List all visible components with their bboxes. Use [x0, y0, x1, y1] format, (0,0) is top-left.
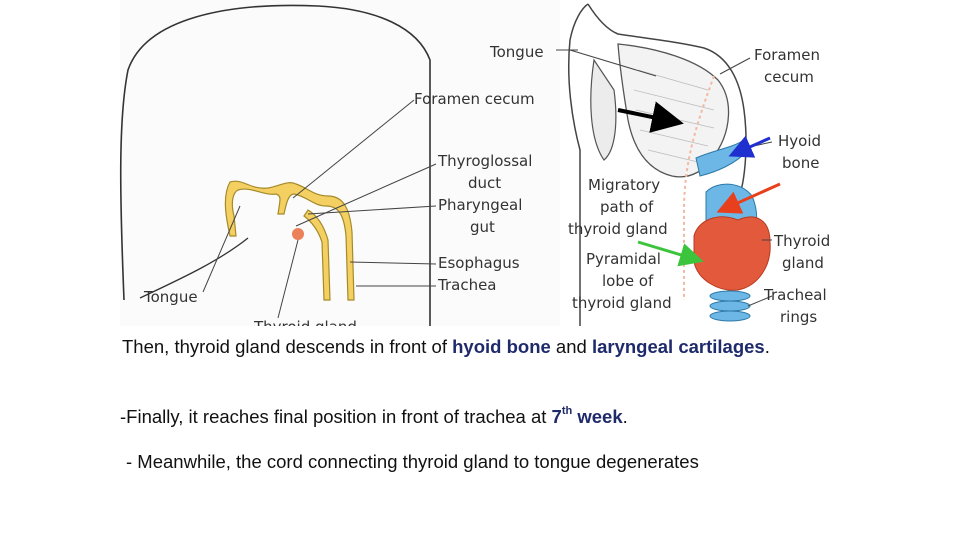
esophagus-trachea-tube — [303, 209, 331, 301]
label-pyramidal-3: thyroid gland — [572, 294, 672, 312]
label-pyramidal-1: Pyramidal — [586, 250, 661, 268]
head-outline — [119, 4, 431, 326]
keyword-week-number: 7 — [551, 406, 562, 427]
keyword-hyoid-bone: hyoid bone — [452, 336, 551, 357]
week-superscript: th — [561, 404, 573, 417]
green-arrow — [637, 240, 704, 267]
thyroid-development-figure: Tongue Foramen cecum Thyroglossal duct P… — [118, 0, 842, 326]
diagram-svg: Tongue Foramen cecum Thyroglossal duct P… — [119, 0, 830, 326]
pharyngeal-gut — [224, 180, 355, 301]
paragraph-final-position: -Finally, it reaches final position in f… — [120, 404, 628, 430]
paragraph-descent: Then, thyroid gland descends in front of… — [122, 334, 822, 360]
tongue-outline — [139, 237, 249, 299]
paragraph-degeneration: - Meanwhile, the cord connecting thyroid… — [126, 451, 699, 472]
p2-text-d: . — [622, 406, 628, 427]
keyword-laryngeal-cartilages: laryngeal cartilages — [591, 336, 765, 357]
black-arrow — [617, 101, 684, 133]
mandible — [590, 58, 617, 161]
label-esophagus: Esophagus — [438, 254, 520, 272]
right-labels: Foramen cecum Hyoid bone Migratory path … — [568, 46, 830, 326]
keyword-week: week — [572, 406, 623, 427]
label-migratory-1: Migratory — [588, 176, 660, 194]
label-tongue-bottom: Tongue — [143, 288, 198, 306]
red-arrow — [716, 182, 781, 214]
label-pharyngeal-1: Pharyngeal — [438, 196, 522, 214]
label-migratory-3: thyroid gland — [568, 220, 668, 238]
label-pyramidal-2: lobe of — [602, 272, 654, 290]
label-tracheal-2: rings — [780, 308, 817, 326]
label-tracheal-1: Tracheal — [763, 286, 827, 304]
label-thyroid-2: gland — [782, 254, 824, 272]
label-trachea: Trachea — [437, 276, 497, 294]
blue-arrow — [728, 135, 771, 158]
left-leader-lines — [202, 99, 437, 319]
label-pharyngeal-2: gut — [470, 218, 495, 236]
p1-text-e: . — [764, 336, 770, 357]
migratory-path — [683, 75, 715, 300]
tracheal-rings — [709, 290, 751, 322]
label-foramen-cecum-left: Foramen cecum — [414, 90, 535, 108]
p1-text-a: Then, thyroid gland descends in front of — [122, 336, 453, 357]
label-tongue-top: Tongue — [489, 43, 544, 61]
p2-text-a: -Finally, it reaches final position in f… — [120, 406, 552, 427]
p1-text-c: and — [550, 336, 592, 357]
left-embryo-diagram: Tongue Foramen cecum Thyroglossal duct P… — [119, 0, 578, 326]
label-thyroid-1: Thyroid — [773, 232, 830, 250]
thyroid-gland — [693, 216, 771, 291]
thyroid-primordium — [292, 228, 304, 240]
label-thyroglossal-1: Thyroglossal — [437, 152, 532, 170]
label-hyoid-2: bone — [782, 154, 819, 172]
label-thyroglossal-2: duct — [468, 174, 501, 192]
label-foramen-r-2: cecum — [764, 68, 814, 86]
label-migratory-2: path of — [600, 198, 654, 216]
right-anatomy-diagram: Foramen cecum Hyoid bone Migratory path … — [568, 3, 830, 326]
label-hyoid-1: Hyoid — [778, 132, 821, 150]
right-leader-lines — [569, 49, 773, 307]
left-labels: Tongue Foramen cecum Thyroglossal duct P… — [143, 43, 578, 326]
label-thyroid-gland-cut: Thyroid gland — [253, 318, 357, 326]
label-foramen-r-1: Foramen — [754, 46, 820, 64]
